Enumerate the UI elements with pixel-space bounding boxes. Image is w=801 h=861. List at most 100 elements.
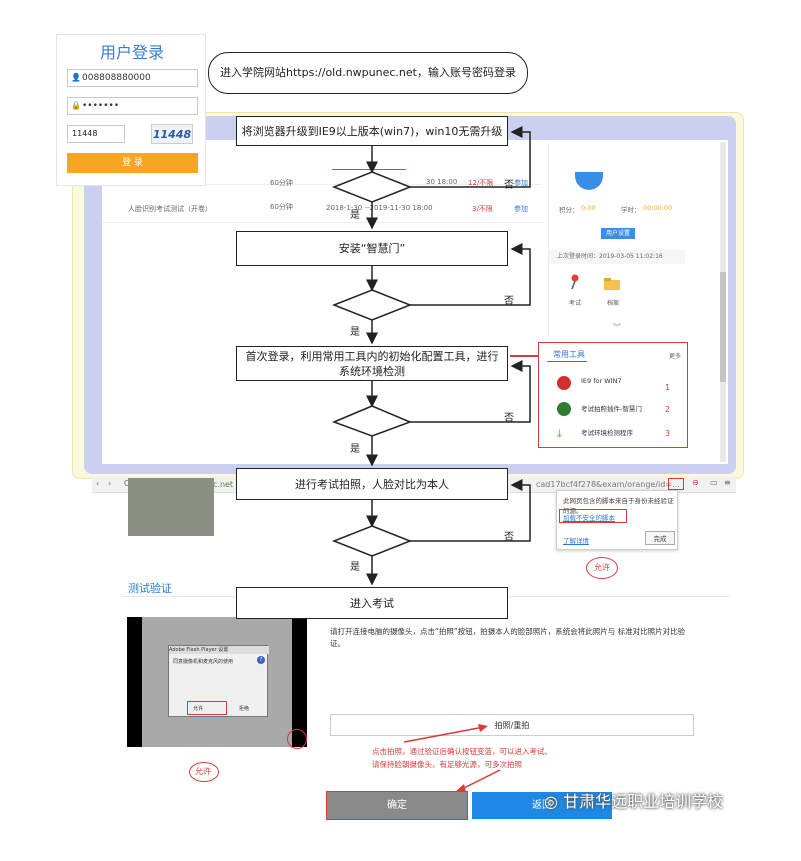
tools-connector	[510, 355, 538, 357]
password-value: •••••••	[82, 101, 120, 111]
user-icon: 👤	[71, 73, 81, 82]
menu-icon[interactable]: ≡	[724, 478, 731, 487]
play-icon[interactable]	[557, 376, 571, 390]
divider	[102, 222, 542, 223]
flash-title: Adobe Flash Player 设置	[169, 646, 269, 654]
row1-name: 人脸识别考试测试（开卷）	[128, 205, 212, 213]
captcha-input[interactable]: 11448	[67, 125, 125, 143]
stop-icon[interactable]: ⊖	[692, 478, 699, 487]
tools-underline	[547, 361, 587, 362]
popup-done-button[interactable]: 完成	[645, 531, 675, 545]
back-icon[interactable]: ‹	[96, 479, 100, 488]
back-button[interactable]: 返回	[472, 792, 612, 819]
tool-item-number: 1	[665, 383, 671, 392]
forward-icon[interactable]: ›	[108, 479, 112, 488]
row0-time: 30 18:00	[426, 178, 458, 186]
divider	[102, 184, 542, 185]
login-button[interactable]: 登 录	[67, 153, 198, 173]
login-card: 用户登录 👤 008808880000 🔒 ••••••• 11448 1144…	[56, 34, 206, 186]
tool-item-number: 2	[665, 405, 671, 414]
points-label: 积分：	[559, 206, 579, 214]
yes-label: 是	[350, 327, 360, 338]
user-settings-button[interactable]: 用户设置	[601, 228, 635, 239]
reload-icon[interactable]: C	[124, 479, 130, 488]
lock-icon: 🔒	[71, 101, 81, 110]
login-title: 用户登录	[99, 43, 164, 62]
tools-title: 常用工具	[553, 350, 585, 359]
flash-deny-button[interactable]: 拒绝	[239, 706, 250, 712]
row1-duration: 60分钟	[270, 203, 293, 211]
take-photo-button[interactable]: 拍照/重拍	[330, 714, 694, 736]
arrow-to-photo-button	[403, 724, 488, 743]
file-label: 档案	[607, 300, 620, 307]
tool-item-label[interactable]: IE9 for WIN7	[581, 377, 622, 385]
hint-line-1: 点击拍照，通过验证后确认按钮变蓝，可以进入考试。	[372, 747, 552, 756]
address-url-tail[interactable]: cad17bcf4f278&exam/orange/id=...	[536, 480, 680, 489]
row1-time: 2018-1-30 --2019-11-30 18:00	[326, 204, 433, 212]
tool-item-label[interactable]: 考试拍照插件-智慧门	[581, 405, 642, 413]
confirm-button[interactable]: 确定	[327, 792, 467, 819]
allow-annotation-circle	[189, 762, 219, 782]
row0-join-link[interactable]: 参加	[514, 179, 528, 187]
yes-label: 是	[350, 210, 360, 221]
flow-step-face-photo: 进行考试拍照，人脸对比为本人	[236, 468, 508, 500]
yes-label: 是	[350, 562, 360, 573]
camera-annotation-circle	[287, 729, 307, 749]
hours-value: 00:00:00	[643, 204, 673, 212]
hours-label: 学时：	[621, 206, 641, 214]
window-icon[interactable]: ▭	[710, 478, 718, 487]
user-side-panel: 积分： 0.00 学时： 00:00:00 用户设置 上次登录时间：2019-0…	[548, 142, 685, 337]
script-block-popup: 此网页包含的脚本来自于身份未经验证的源。 加载不安全的脚本 了解详情 完成	[556, 490, 678, 550]
tools-more-link[interactable]: 更多	[669, 353, 682, 360]
watermark: ◎ 甘肃华远职业培训学校	[544, 788, 723, 812]
chevron-down-icon[interactable]: ︾	[613, 323, 621, 332]
yes-label: 是	[350, 444, 360, 455]
tool-item-number: 3	[665, 429, 671, 438]
row1-count: 3/不限	[472, 205, 493, 213]
test-verify-heading: 测试验证	[128, 582, 172, 595]
username-field[interactable]: 👤 008808880000	[67, 69, 198, 87]
wechat-icon: ◎	[544, 792, 558, 811]
instruction-bubble: 进入学院网站https://old.nwpunec.net，输入账号密码登录	[208, 52, 528, 94]
folder-icon[interactable]	[603, 276, 621, 290]
arrow-to-confirm	[454, 769, 501, 793]
allow-annotation: 允许	[195, 767, 211, 776]
last-login: 上次登录时间：2019-03-05 11:02:16	[549, 250, 685, 264]
load-unsafe-script-link[interactable]: 加载不安全的脚本	[563, 514, 615, 522]
allow-annotation-circle	[586, 557, 618, 579]
student-photo	[128, 478, 214, 536]
watermark-text: 甘肃华远职业培训学校	[563, 792, 724, 811]
popup-text: 此网页包含的脚本来自于身份未经验证的源。	[563, 497, 674, 515]
scrollbar-thumb[interactable]	[720, 272, 726, 382]
hint-line-2: 请保持脸朝摄像头，有足够光源，可多次拍照	[372, 760, 522, 769]
common-tools-panel: 常用工具 更多 IE9 for WIN7 1 考试拍照插件-智慧门 2 ⤓ 考试…	[538, 342, 688, 448]
camera-plugin-icon[interactable]	[557, 402, 571, 416]
flash-allow-highlight	[187, 701, 227, 715]
flow-step-env-check: 首次登录，利用常用工具内的初始化配置工具，进行系统环境检测	[236, 346, 508, 381]
no-label: 否	[504, 532, 514, 543]
camera-instructions: 请打开连接电脑的摄像头，点击“拍照”按钮，拍摄本人的脸部照片，系统会将此照片与 …	[330, 627, 686, 648]
learn-more-link[interactable]: 了解详情	[563, 537, 589, 545]
blocked-script-icon[interactable]	[668, 478, 684, 490]
tool-item-label[interactable]: 考试环境检测程序	[581, 429, 633, 437]
popup-highlight	[559, 509, 627, 523]
exam-label: 考试	[569, 300, 582, 307]
no-label: 否	[504, 180, 514, 191]
flash-text: 同意摄像机和麦克风的使用	[173, 659, 234, 665]
captcha-image[interactable]: 11448	[151, 124, 193, 144]
row0-count: 12/不限	[468, 179, 494, 187]
avatar	[575, 172, 603, 190]
password-field[interactable]: 🔒 •••••••	[67, 97, 198, 115]
flow-step-enter-exam: 进入考试	[236, 587, 508, 619]
username-value: 008808880000	[82, 73, 151, 83]
flow-step-install-plugin: 安装“智慧门”	[236, 231, 508, 266]
points-value: 0.00	[581, 204, 596, 212]
download-icon[interactable]: ⤓	[557, 427, 562, 440]
help-icon[interactable]: ?	[257, 656, 265, 664]
row1-join-link[interactable]: 参加	[514, 205, 528, 213]
flash-allow-button[interactable]: 允许	[193, 706, 204, 712]
confirm-highlight	[326, 791, 468, 820]
row0-duration: 60分钟	[270, 179, 293, 187]
exam-icon[interactable]	[569, 274, 581, 290]
